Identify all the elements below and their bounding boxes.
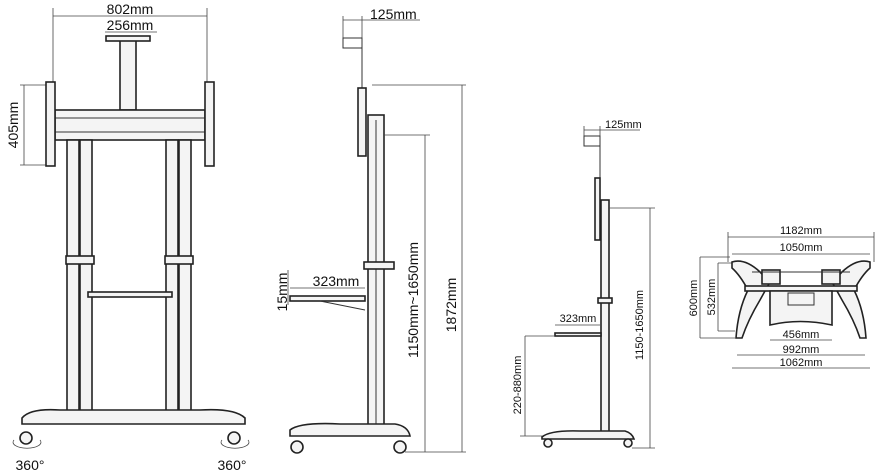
dim-inner-depth: 532mm (706, 279, 718, 316)
dim-overall-height: 1872mm (443, 278, 459, 332)
monitor-plate (357, 87, 367, 157)
dim-arm-offset: 125mm (370, 6, 417, 22)
top-view: 1182mm 1050mm 600mm 532mm 456mm 992mm 10… (688, 225, 875, 369)
shelf-top (769, 290, 833, 327)
crossbar (54, 109, 206, 141)
dim-vesa-height: 405mm (5, 102, 21, 149)
dim-height-range-small: 1150-1650mm (634, 290, 646, 360)
shelf (87, 291, 173, 298)
caster-rotation-left: 360° (16, 457, 45, 473)
dim-base-width: 1062mm (780, 357, 823, 369)
shelf (554, 332, 602, 337)
side-view: 125mm 15mm 323mm 1150mm~1650mm 1872mm (274, 6, 466, 454)
dim-shelf-height-range: 220-880mm (512, 356, 524, 415)
dim-top-bracket-width: 256mm (107, 17, 154, 33)
dim-shelf-depth-small: 323mm (560, 313, 597, 325)
dim-arm-offset-small: 125mm (605, 119, 642, 131)
front-view: 802mm 256mm 405mm 360° 360° (5, 1, 250, 473)
dim-outer-width: 1182mm (780, 225, 822, 237)
dim-shelf-thickness: 15mm (274, 273, 290, 312)
dim-front-caster-width: 992mm (783, 344, 820, 356)
leg-left (731, 260, 771, 339)
shelf (289, 295, 366, 302)
leg-right (831, 260, 871, 339)
dim-shelf-width: 456mm (783, 329, 820, 341)
dim-inner-width: 1050mm (780, 242, 823, 254)
dim-overall-width: 802mm (107, 1, 154, 17)
caster-rotation-right: 360° (218, 457, 247, 473)
top-bracket (119, 37, 137, 111)
dim-height-range: 1150mm~1650mm (405, 242, 421, 358)
dim-overall-depth: 600mm (688, 280, 700, 317)
side-view-small: 125mm 323mm 220-880mm 1150-1650mm (512, 119, 655, 449)
column (600, 199, 610, 436)
base (21, 408, 246, 425)
dim-shelf-depth: 323mm (313, 273, 360, 289)
vesa-bracket-left (45, 81, 56, 167)
base (289, 422, 411, 437)
vesa-bracket-right (204, 81, 215, 167)
